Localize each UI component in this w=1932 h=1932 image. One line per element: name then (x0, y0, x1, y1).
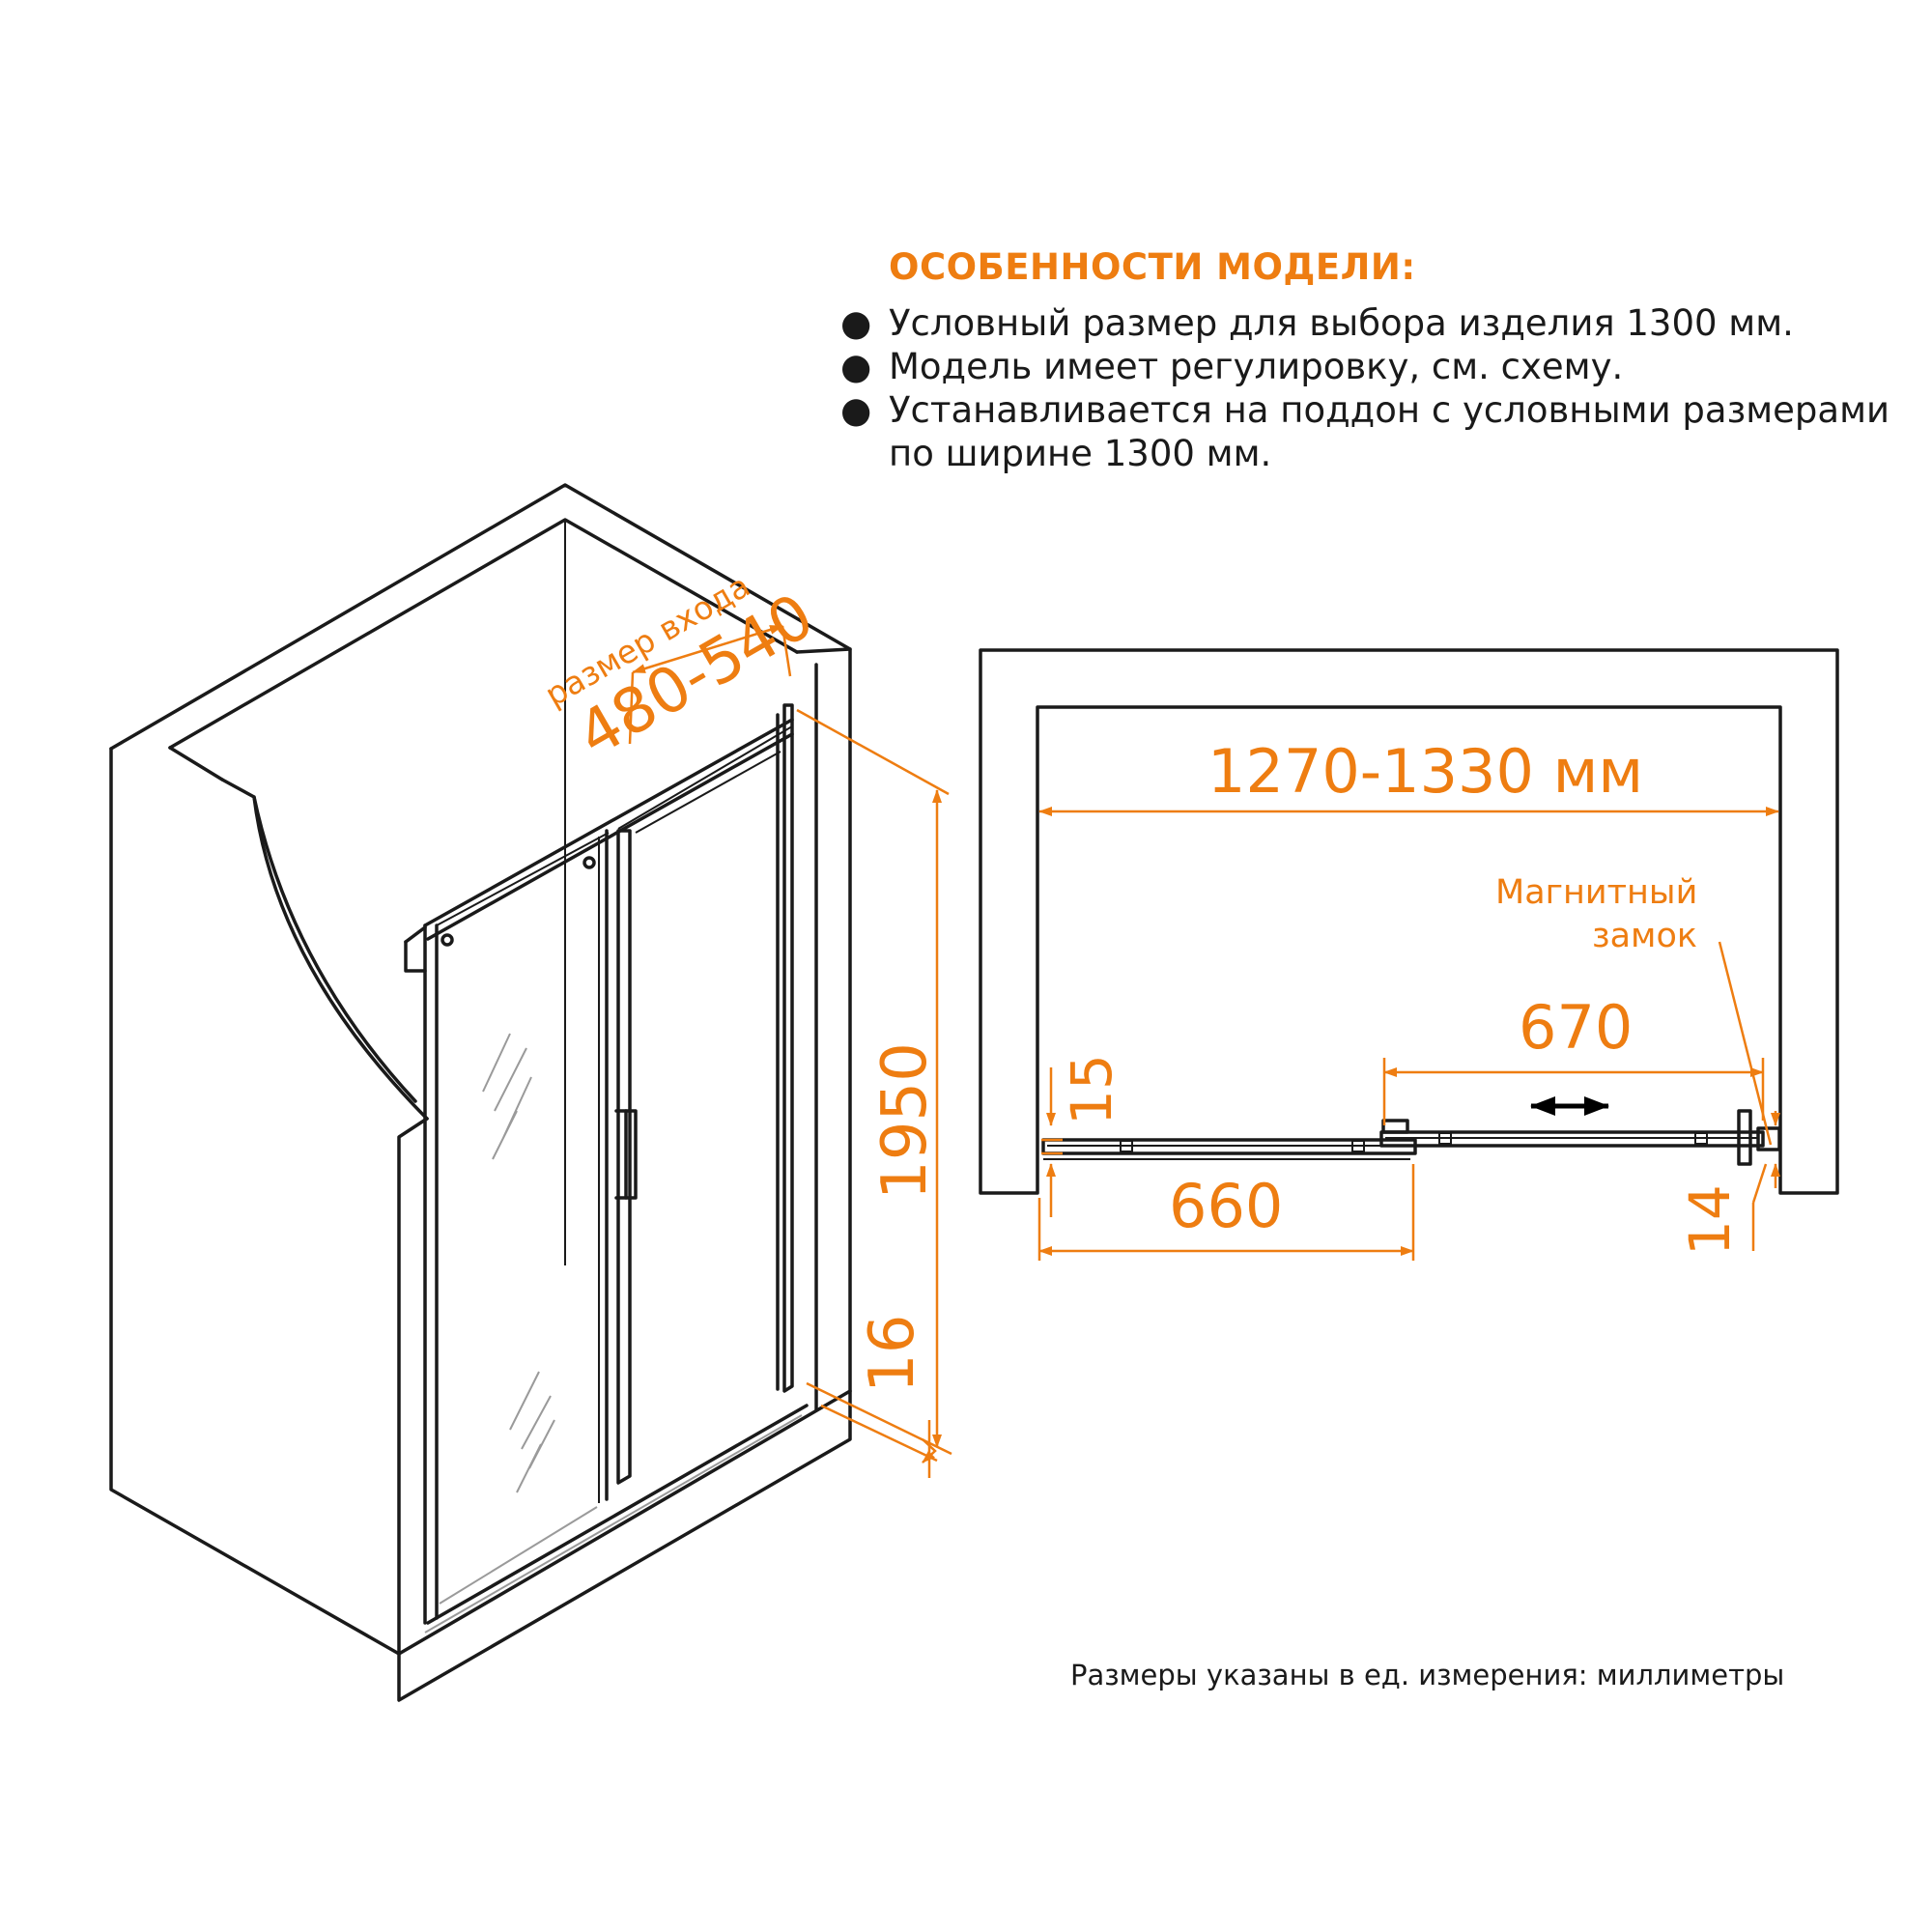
isometric-view: размер входа 480-540 1950 16 (109, 483, 952, 1702)
tray-value: 16 (857, 1315, 928, 1393)
units-footnote: Размеры указаны в ед. измерения: миллиме… (1070, 1659, 1785, 1691)
feature-item: ● Условный размер для выбора изделия 1300… (831, 301, 1913, 345)
bullet-icon: ● (840, 389, 872, 431)
shower-door (404, 703, 794, 1625)
right-gap-value: 14 (1677, 1184, 1743, 1256)
left-gap-value: 15 (1059, 1054, 1124, 1125)
bullet-icon: ● (840, 346, 872, 387)
feature-item: ● Модель имеет регулировку, см. схему. (831, 345, 1913, 388)
enclosure-walls (109, 483, 852, 1702)
plan-walls (979, 648, 1839, 1195)
feature-text: Модель имеет регулировку, см. схему. (889, 346, 1624, 387)
width-value: 1270-1330 мм (1208, 736, 1643, 807)
features-list: ● Условный размер для выбора изделия 1300… (831, 301, 1913, 475)
plan-door-profiles (1041, 1109, 1781, 1166)
feature-text: Устанавливается на поддон с условными ра… (889, 389, 1890, 474)
fixed-value: 660 (1169, 1171, 1283, 1241)
plan-view: 1270-1330 мм Магнитный замок 670 660 15 … (979, 648, 1839, 1261)
lock-label-line2: замок (1592, 917, 1697, 955)
model-features: ОСОБЕННОСТИ МОДЕЛИ: ● Условный размер для… (831, 246, 1913, 475)
plan-dimensions (1037, 807, 1780, 1261)
feature-item: ● Устанавливается на поддон с условными р… (831, 388, 1913, 475)
feature-text: Условный размер для выбора изделия 1300 … (889, 302, 1794, 344)
sliding-value: 670 (1519, 992, 1633, 1063)
iso-dimensions (628, 624, 952, 1478)
plan-labels: 1270-1330 мм Магнитный замок 670 660 15 … (1059, 736, 1743, 1256)
height-value: 1950 (869, 1042, 941, 1200)
features-title: ОСОБЕННОСТИ МОДЕЛИ: (889, 246, 1416, 288)
bullet-icon: ● (840, 302, 872, 344)
lock-label-line1: Магнитный (1495, 873, 1697, 912)
